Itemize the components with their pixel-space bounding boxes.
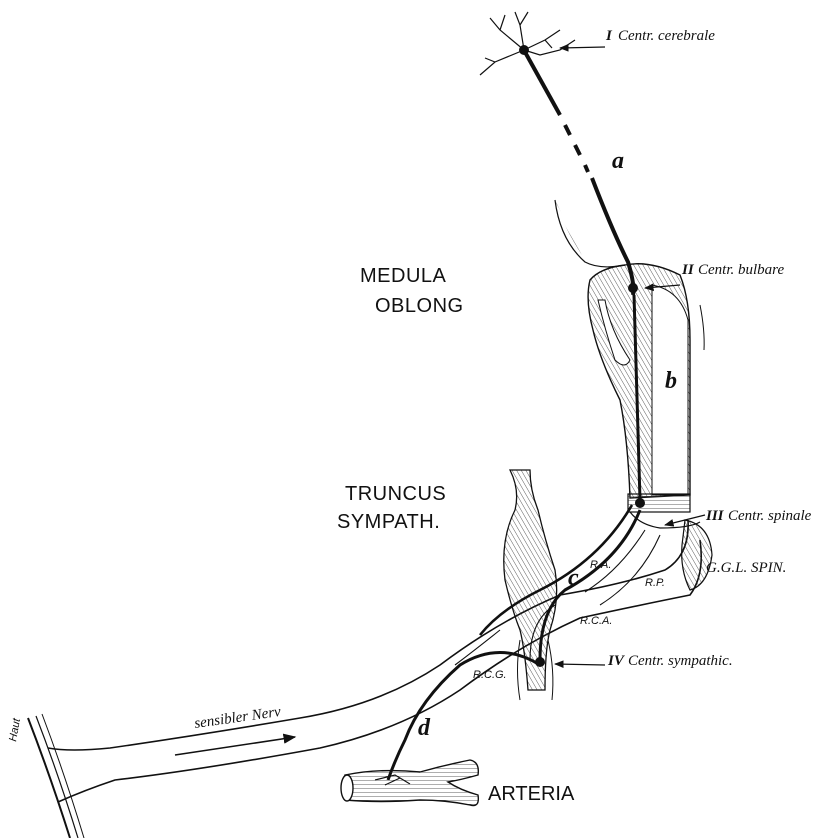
label-rcg: R.C.G. (473, 669, 507, 681)
spinal-ganglion (682, 520, 712, 590)
label-truncus-line1: TRUNCUS (345, 483, 446, 505)
label-ggl-spin: G.G.L. SPIN. (706, 560, 786, 576)
sensory-direction-arrow (175, 737, 295, 755)
label-letter-c: c (568, 565, 579, 591)
label-ra: R.A. (590, 559, 611, 571)
neuron-sympathetic (535, 657, 545, 667)
neuron-cerebral (480, 12, 575, 75)
neuron-spinal (635, 498, 645, 508)
neuron-chain (388, 52, 640, 780)
label-haut: Haut (7, 717, 23, 743)
label-letter-d: d (418, 715, 431, 741)
neuron-bulbar (628, 283, 638, 293)
label-letter-a: a (612, 148, 624, 174)
label-centr-sympathic-num: IV (607, 653, 626, 669)
label-centr-bulbare-num: II (681, 262, 695, 278)
label-centr-spinale-num: III (705, 508, 725, 524)
label-rp: R.P. (645, 577, 665, 589)
pointer-arrow-cerebrale (560, 47, 605, 48)
pointer-arrow-sympathic (555, 664, 605, 665)
label-centr-sympathic: Centr. sympathic. (628, 653, 733, 669)
label-rca: R.C.A. (580, 615, 612, 627)
label-truncus-line2: SYMPATH. (337, 511, 440, 533)
label-centr-spinale: Centr. spinale (728, 508, 812, 524)
skin-layer (28, 714, 84, 838)
medulla-oblongata (555, 200, 704, 498)
label-arteria: ARTERIA (488, 783, 575, 805)
label-centr-cerebrale-num: I (605, 28, 613, 44)
label-medulla-line1: MEDULA (360, 265, 447, 287)
label-medulla-line2: OBLONG (375, 295, 464, 317)
artery (341, 760, 478, 806)
label-centr-cerebrale: Centr. cerebrale (618, 28, 715, 44)
label-letter-b: b (665, 368, 677, 394)
label-centr-bulbare: Centr. bulbare (698, 262, 784, 278)
